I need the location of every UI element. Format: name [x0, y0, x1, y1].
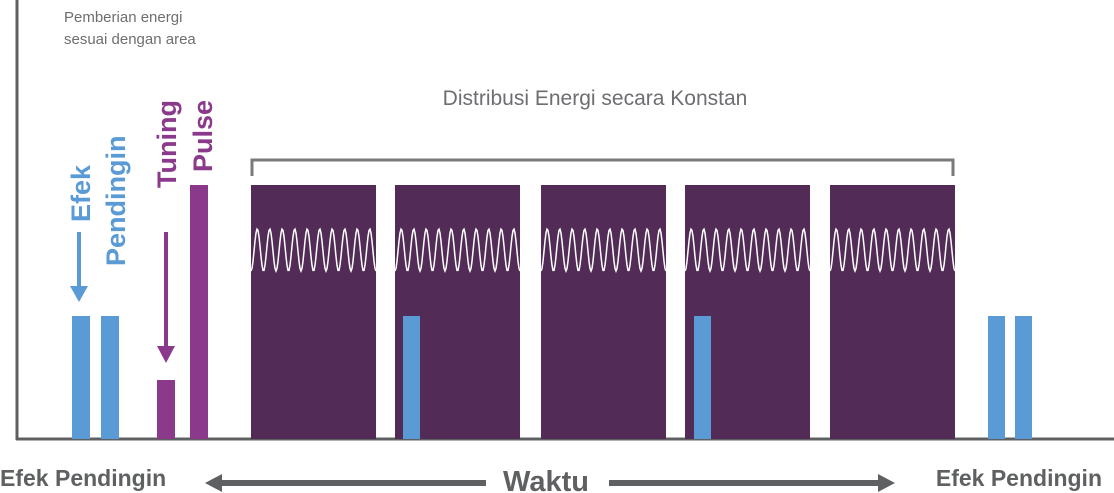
- bottom-right-label: Efek Pendingin: [936, 465, 1102, 491]
- cooling-effect-start: Efek Pendingin: [66, 136, 131, 439]
- energy-wave-2: [394, 227, 521, 274]
- cooling-bar-in-block-4: [694, 316, 711, 439]
- time-arrow-right-icon: [878, 474, 895, 492]
- efek-label: Efek: [66, 164, 96, 222]
- cooling-bar-2: [101, 316, 119, 439]
- tuning-label: Tuning: [152, 100, 182, 188]
- bottom-center-label: Waktu: [503, 466, 589, 493]
- pulse-bar: [190, 185, 208, 439]
- energy-block-5: [830, 185, 955, 439]
- y-axis-label: Pemberian energi sesuai dengan area: [64, 9, 196, 48]
- pendingin-label: Pendingin: [101, 136, 131, 267]
- constant-distribution-label: Distribusi Energi secara Konstan: [443, 87, 748, 110]
- y-axis-label-line-1: Pemberian energi: [64, 9, 182, 26]
- tuning-bar: [157, 380, 175, 439]
- cooling-bar-end-1: [988, 316, 1005, 439]
- bottom-left-label: Efek Pendingin: [0, 465, 166, 491]
- cooling-bar-in-block-1: [403, 316, 420, 439]
- constant-distribution-bracket: [250, 158, 955, 176]
- energy-block-3: [541, 185, 666, 439]
- energy-wave-1: [250, 227, 377, 274]
- energy-block-1: [251, 185, 376, 439]
- time-arrow-left-icon: [205, 474, 222, 492]
- y-axis-label-line-2: sesuai dengan area: [64, 31, 196, 48]
- cooling-arrow-head-icon: [70, 286, 88, 302]
- cooling-bar-end-2: [1015, 316, 1032, 439]
- tuning-pulse-group: Tuning Pulse: [152, 100, 218, 439]
- energy-wave-5: [829, 227, 956, 274]
- energy-wave-3: [540, 227, 667, 274]
- energy-wave-4: [684, 227, 811, 274]
- cooling-bar-1: [72, 316, 90, 439]
- pulse-label: Pulse: [188, 100, 218, 172]
- tuning-arrow-head-icon: [157, 346, 175, 363]
- energy-blocks: [250, 185, 956, 439]
